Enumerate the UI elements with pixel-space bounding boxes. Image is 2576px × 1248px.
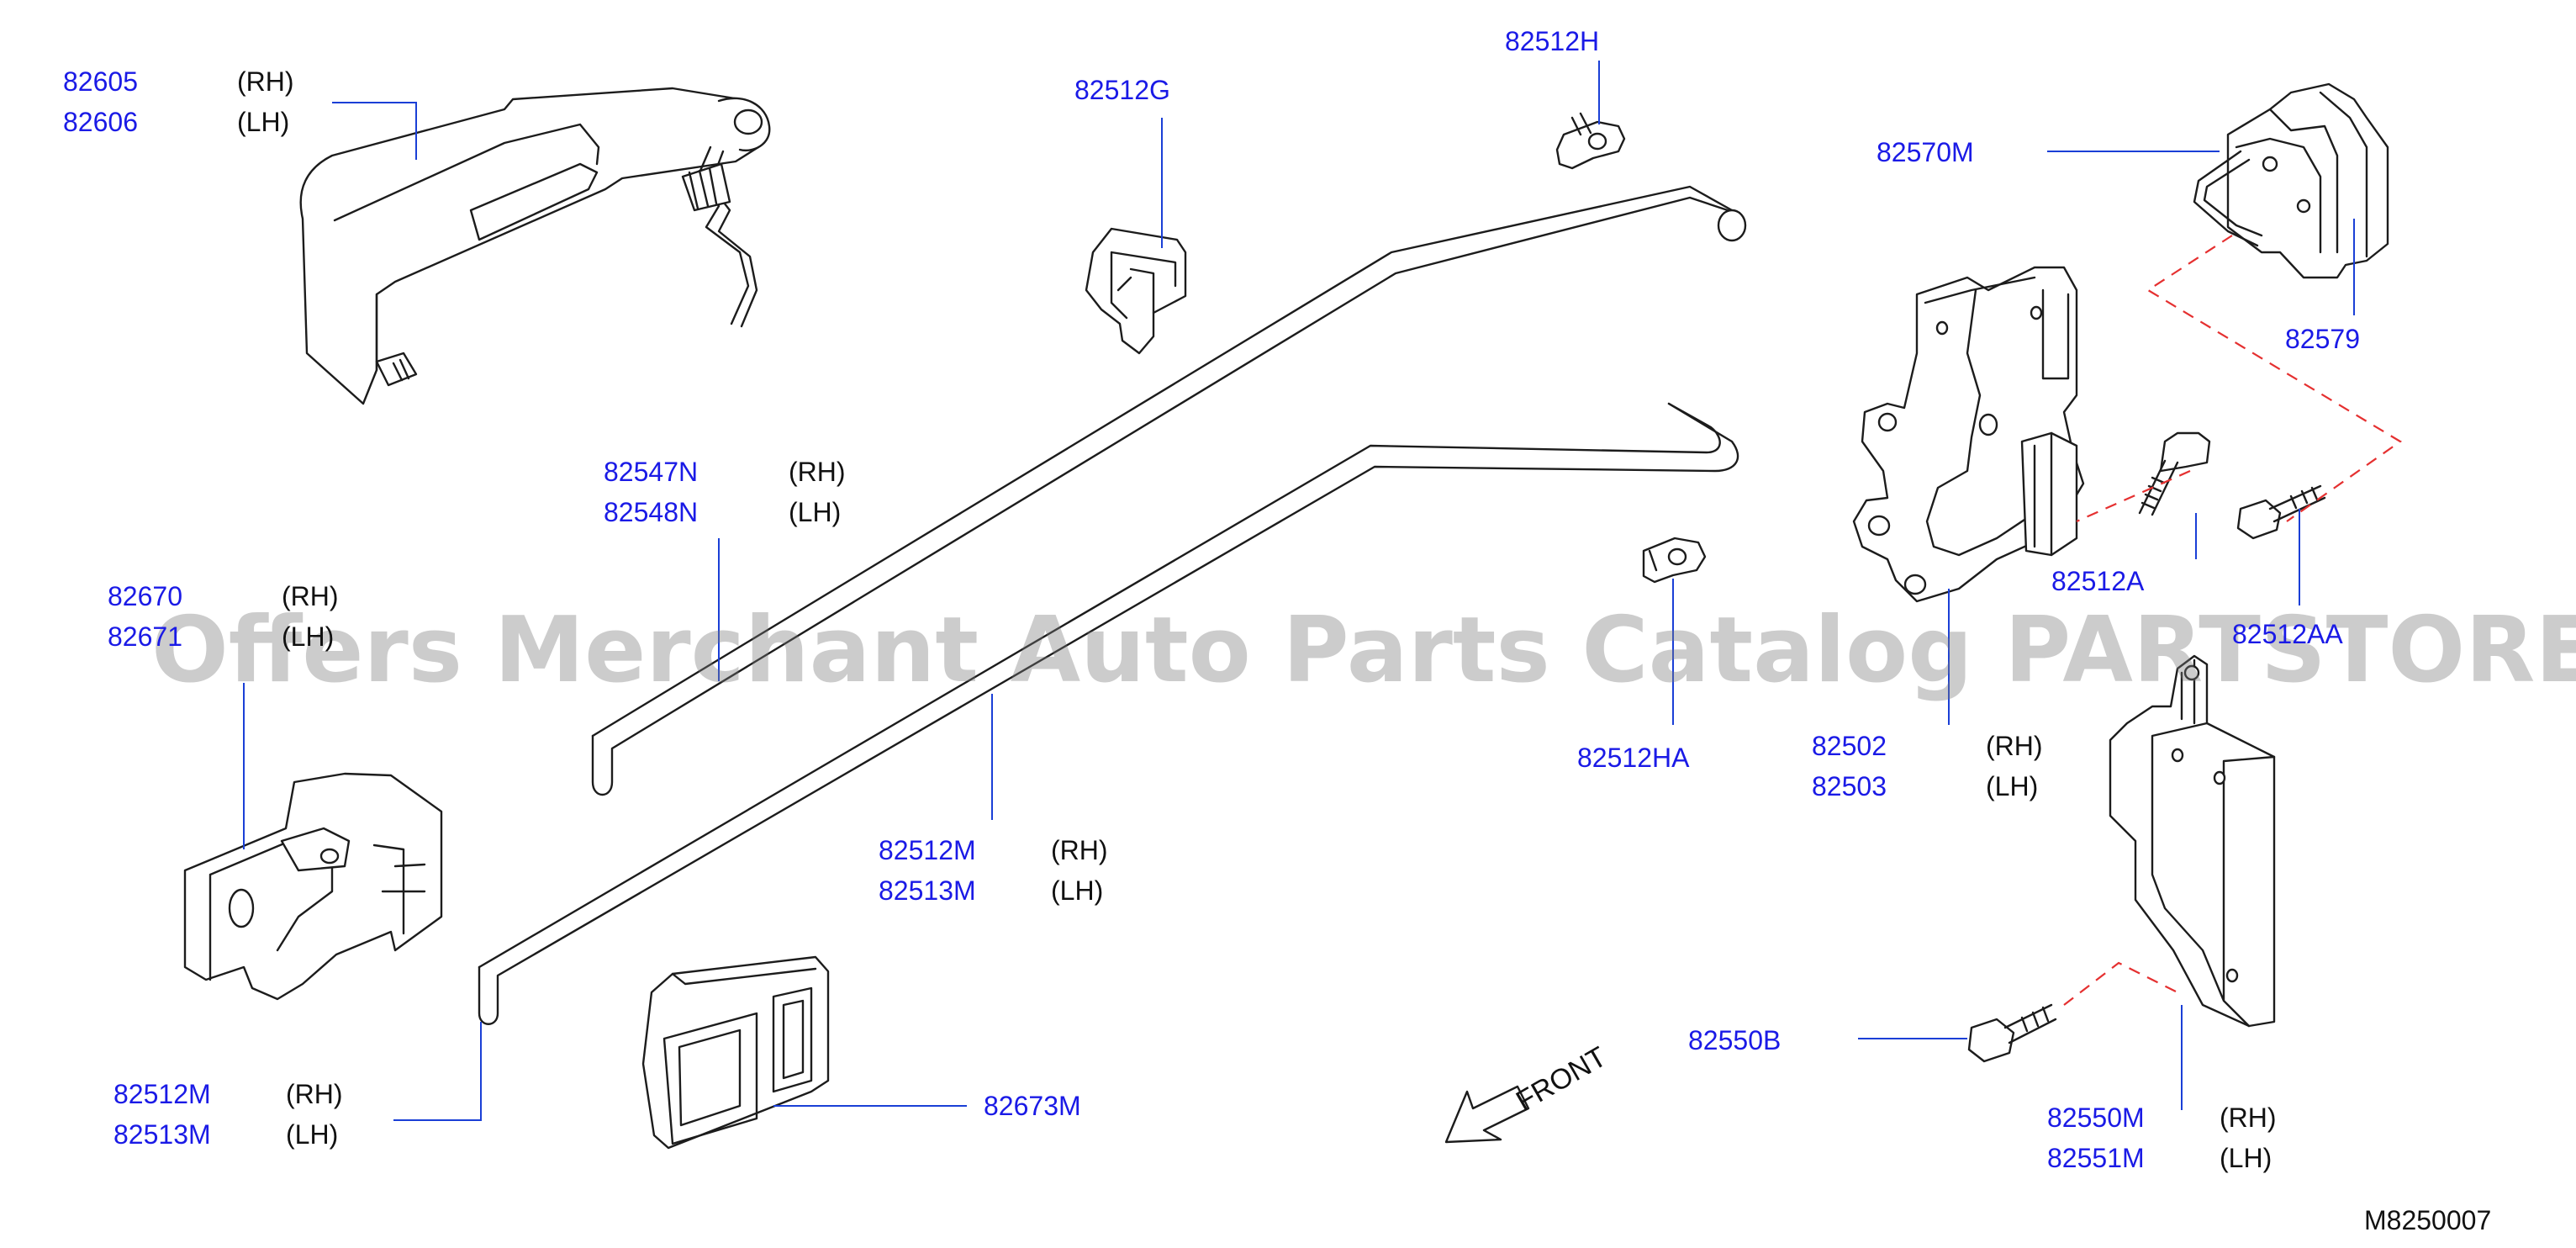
- escutcheon-drawing: [641, 955, 830, 1150]
- front-label: FRONT: [1511, 1040, 1612, 1117]
- label-82513m-low[interactable]: 82513M: [113, 1119, 211, 1150]
- label-82512a[interactable]: 82512A: [2051, 566, 2145, 596]
- label-82673m[interactable]: 82673M: [984, 1091, 1081, 1121]
- leader-lines: [243, 61, 2355, 1121]
- label-82579[interactable]: 82579: [2285, 324, 2360, 354]
- label-82550m-side: (RH): [2220, 1103, 2277, 1133]
- label-82670[interactable]: 82670: [108, 581, 182, 611]
- label-82548n-side: (LH): [789, 497, 841, 527]
- door-lock-drawing: [1852, 266, 2085, 603]
- clip-82512h-drawing: [1555, 112, 1626, 170]
- dashed-connectors: [2063, 235, 2403, 1006]
- label-82605[interactable]: 82605: [63, 66, 138, 97]
- label-82513m-mid[interactable]: 82513M: [879, 875, 976, 906]
- clip-82512g-drawing: [1085, 227, 1187, 355]
- lock-bracket-drawing: [2109, 654, 2276, 1028]
- label-82548n[interactable]: 82548N: [604, 497, 698, 527]
- watermark: Offers Merchant Auto Parts Catalog PARTS…: [151, 598, 2576, 703]
- label-82551m-side: (LH): [2220, 1143, 2272, 1173]
- label-82512m-low-side: (RH): [286, 1079, 343, 1109]
- label-82512m-mid[interactable]: 82512M: [879, 835, 976, 865]
- inside-handle-drawing: [183, 772, 443, 1001]
- label-82503-side: (LH): [1986, 771, 2038, 801]
- label-82547n[interactable]: 82547N: [604, 457, 698, 487]
- rod-82547n-drawing: [591, 185, 1747, 796]
- label-82512m-mid-side: (RH): [1051, 835, 1108, 865]
- label-82671-side: (LH): [282, 621, 334, 652]
- outside-handle-drawing: [299, 87, 771, 405]
- label-82605-side: (RH): [237, 66, 294, 97]
- label-82671[interactable]: 82671: [108, 621, 182, 652]
- front-arrow-icon: [1444, 1085, 1530, 1144]
- label-82547n-side: (RH): [789, 457, 846, 487]
- label-82502[interactable]: 82502: [1812, 731, 1887, 761]
- label-82512g[interactable]: 82512G: [1074, 75, 1170, 105]
- clip-82512ha-drawing: [1642, 537, 1707, 584]
- label-82670-side: (RH): [282, 581, 339, 611]
- label-82606-side: (LH): [237, 107, 289, 137]
- label-82512h[interactable]: 82512H: [1505, 26, 1599, 56]
- label-82512aa[interactable]: 82512AA: [2232, 619, 2343, 649]
- label-82512m-low[interactable]: 82512M: [113, 1079, 211, 1109]
- label-82606[interactable]: 82606: [63, 107, 138, 137]
- label-82550b[interactable]: 82550B: [1688, 1025, 1781, 1055]
- rod-82512m-drawing: [478, 402, 1739, 1025]
- label-82513m-mid-side: (LH): [1051, 875, 1103, 906]
- bolt-82512a-drawing: [2138, 431, 2211, 516]
- label-82513m-low-side: (LH): [286, 1119, 338, 1150]
- label-82550m[interactable]: 82550M: [2047, 1103, 2145, 1133]
- label-82570m[interactable]: 82570M: [1877, 137, 1974, 167]
- diagram-ref-code: M8250007: [2364, 1205, 2491, 1235]
- label-82503[interactable]: 82503: [1812, 771, 1887, 801]
- label-82512ha[interactable]: 82512HA: [1577, 743, 1690, 773]
- bolt-82512aa-drawing: [2236, 484, 2326, 540]
- label-82502-side: (RH): [1986, 731, 2043, 761]
- label-82551m[interactable]: 82551M: [2047, 1143, 2145, 1173]
- striker-drawing: [2193, 82, 2389, 279]
- bolt-82550b-drawing: [1967, 1003, 2057, 1063]
- part-labels: 82605 (RH) 82606 (LH) 82512G 82512H 8257…: [63, 26, 2360, 1173]
